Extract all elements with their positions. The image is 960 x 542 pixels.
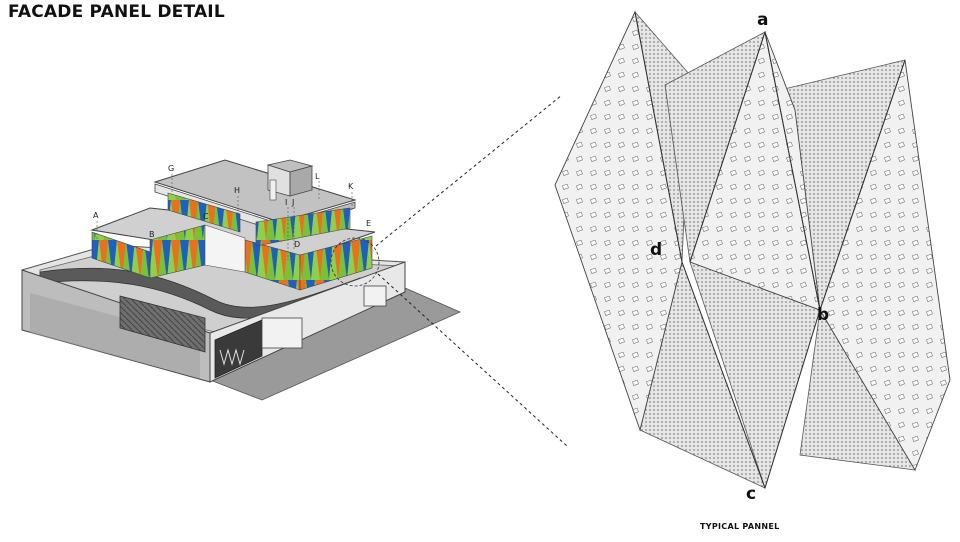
panel-ridges [634, 11, 906, 489]
leader-line-top [375, 94, 563, 247]
pilotis-box [261, 317, 303, 349]
panel-point-d: d [650, 240, 663, 260]
grid-letter-c: C [203, 212, 209, 221]
fin-facade-upper-left [167, 192, 241, 233]
base-strip [30, 293, 200, 379]
fin-facade-east-2 [299, 235, 373, 291]
panel-point-b: b [817, 305, 830, 325]
grid-letter-e: E [366, 219, 372, 228]
entrance-vee [219, 348, 245, 366]
grid-letter-j: J [292, 198, 295, 207]
grid-letter-i: I [285, 198, 288, 207]
stair-box-right [289, 165, 313, 197]
detail-callout-circle [330, 237, 380, 287]
grid-letter-h: H [234, 186, 241, 195]
grid-lines [96, 174, 353, 260]
panel-point-c: c [746, 484, 757, 504]
entrance-opening [214, 319, 263, 379]
second-floor-roof [153, 159, 357, 223]
grid-letter-k: K [348, 182, 354, 191]
leader-line-bottom [377, 273, 569, 448]
garage-opening [119, 295, 206, 353]
panel-caption: TYPICAL PANNEL [700, 522, 780, 531]
fin-facade-upper-right [255, 207, 351, 247]
grid-letter-l: L [315, 172, 320, 181]
grid-letter-d: D [294, 240, 301, 249]
grid-letter-b: B [149, 230, 155, 239]
grid-letter-a: A [93, 211, 99, 220]
page-title: FACADE PANEL DETAIL [8, 2, 225, 22]
roof-chimney [269, 179, 277, 201]
panel-point-a: a [757, 10, 769, 30]
side-door [363, 285, 387, 307]
grid-letter-g: G [168, 164, 175, 173]
glass-recess [204, 224, 246, 273]
